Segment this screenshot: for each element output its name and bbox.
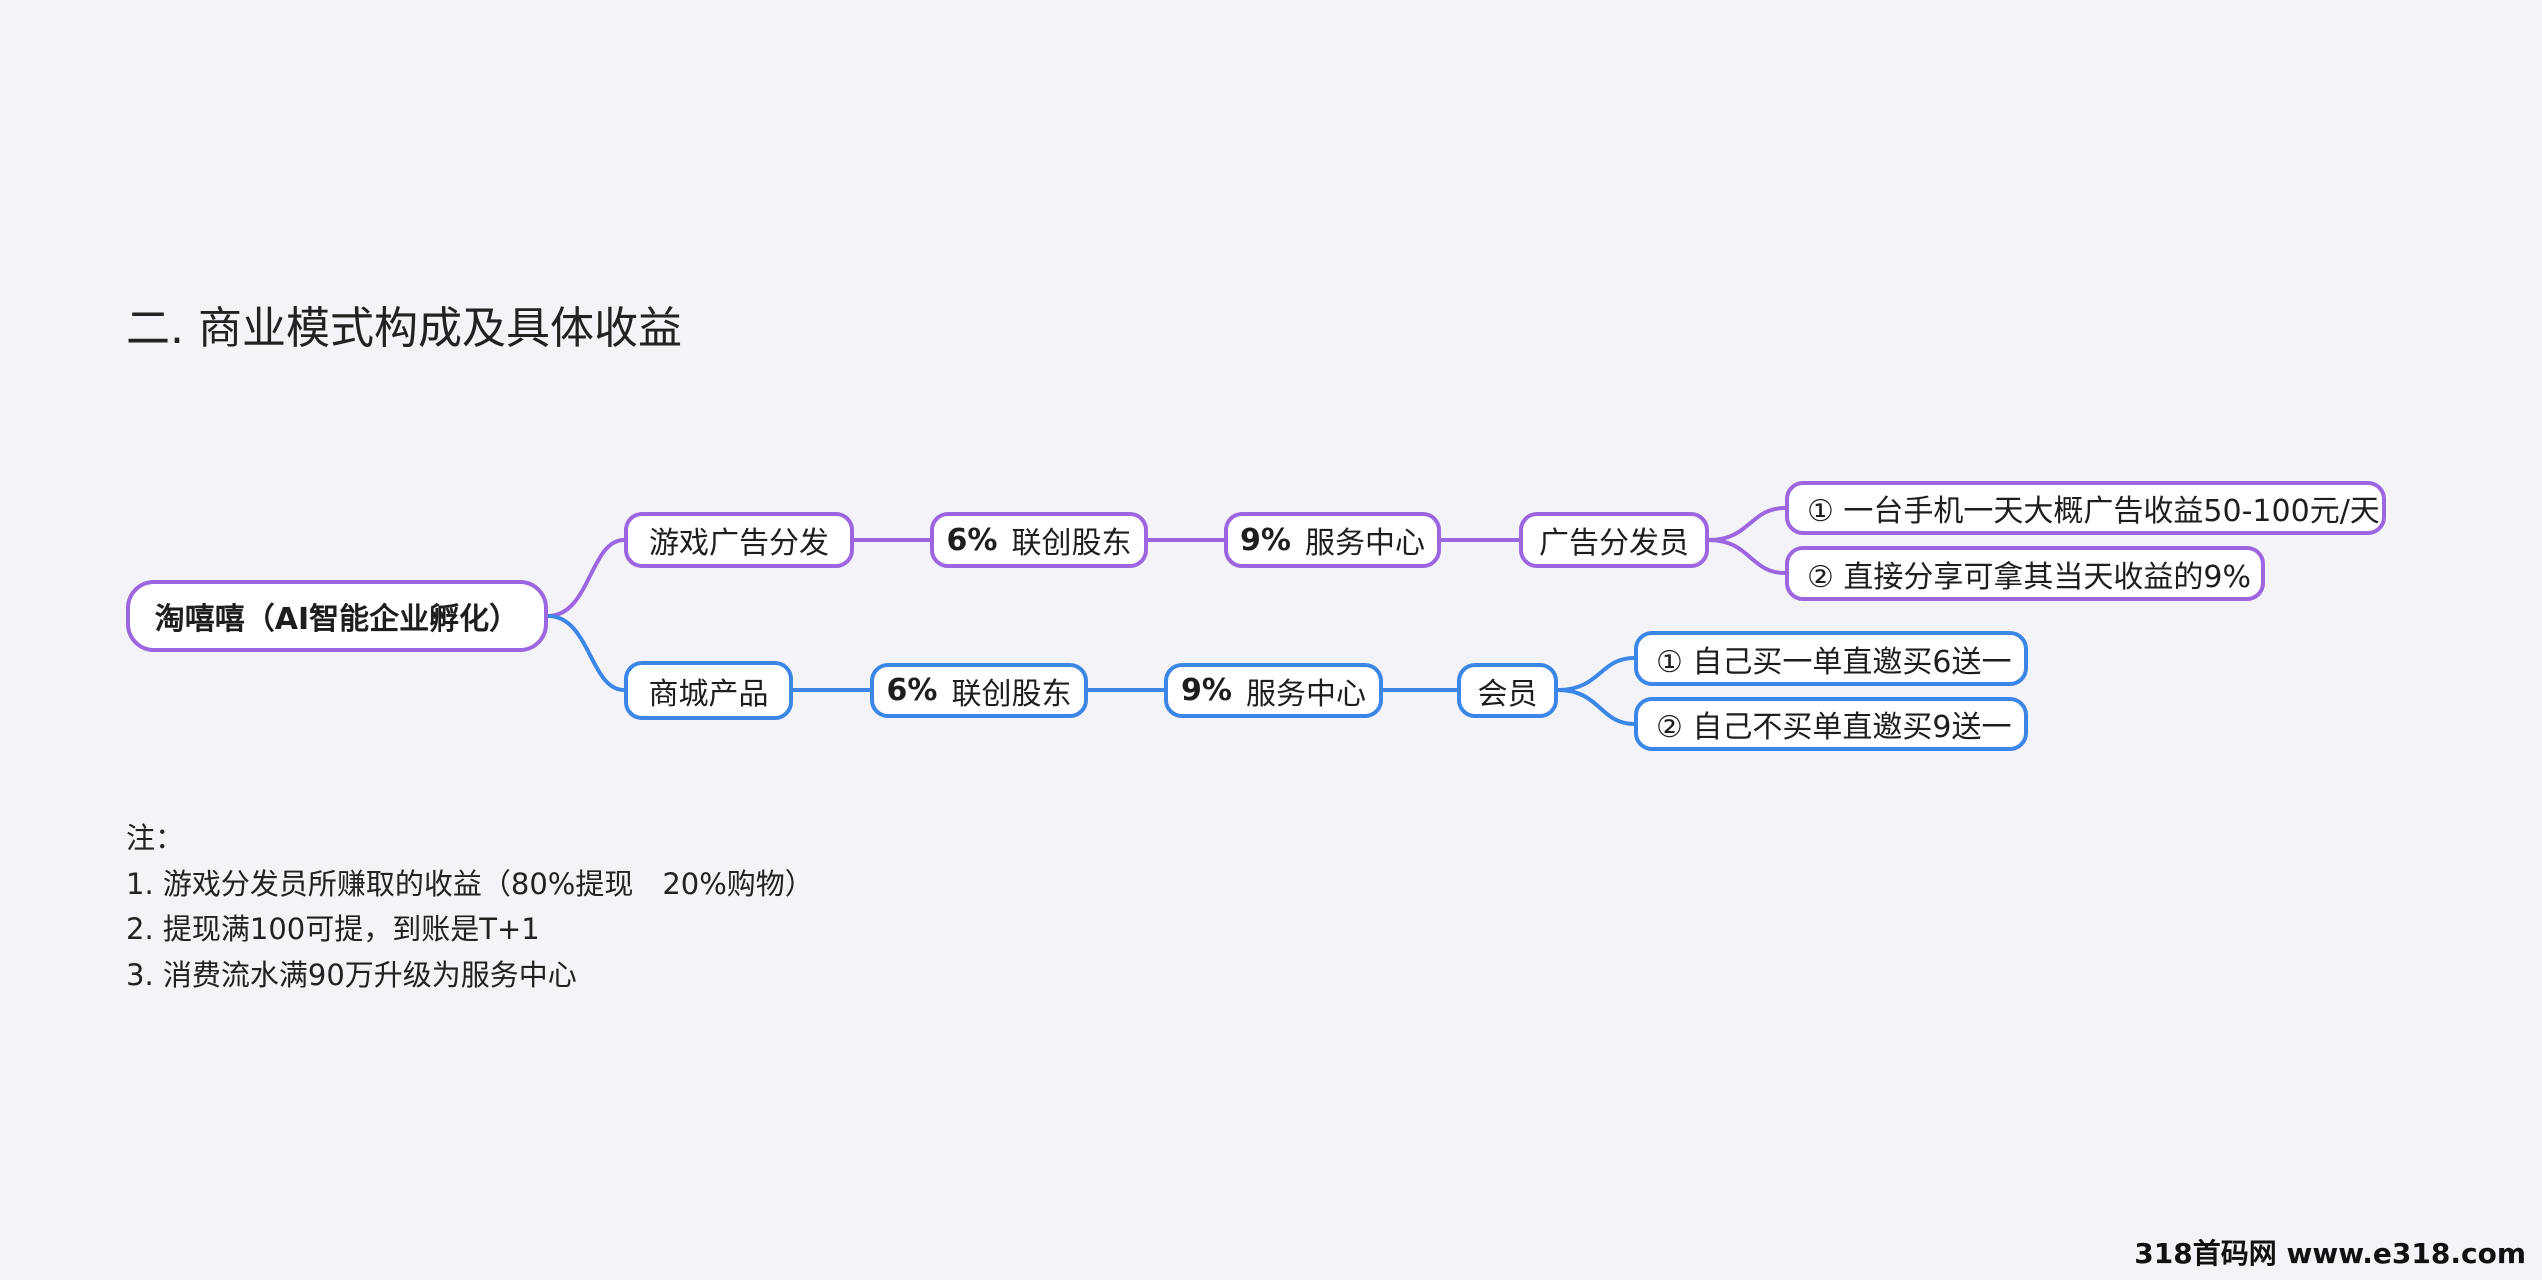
node-service-center-2[interactable]: 9% 服务中心	[1164, 663, 1383, 718]
label: 联创股东	[951, 676, 1072, 712]
leaf-node[interactable]: ① 自己买一单直邀买6送一	[1634, 631, 2028, 686]
pct: 9%	[1240, 522, 1291, 558]
watermark: 318首码网 www.e318.com	[2134, 1237, 2526, 1270]
branch-game-ads[interactable]: 游戏广告分发	[624, 512, 854, 568]
label: 服务中心	[1304, 526, 1425, 561]
leaf-node[interactable]: ② 自己不买单直邀买9送一	[1634, 697, 2028, 751]
node-member[interactable]: 会员	[1457, 663, 1558, 718]
node-shareholder-2[interactable]: 6% 联创股东	[870, 663, 1088, 718]
note-item: 2. 提现满100可提，到账是T+1	[126, 912, 540, 946]
leaf-node[interactable]: ① 一台手机一天大概广告收益50-100元/天	[1785, 481, 2386, 535]
pct: 9%	[1181, 673, 1232, 708]
label: 服务中心	[1245, 676, 1366, 712]
note-item: 1. 游戏分发员所赚取的收益（80%提现 20%购物）	[126, 866, 814, 901]
notes-heading: 注：	[126, 821, 185, 855]
root-node[interactable]: 淘嘻嘻（AI智能企业孵化）	[126, 580, 548, 652]
node-shareholder-1[interactable]: 6% 联创股东	[930, 512, 1148, 568]
pct: 6%	[886, 673, 938, 708]
label: 联创股东	[1011, 526, 1132, 561]
node-service-center-1[interactable]: 9% 服务中心	[1224, 512, 1441, 568]
pct: 6%	[946, 522, 998, 558]
note-item: 3. 消费流水满90万升级为服务中心	[126, 957, 577, 992]
branch-mall-products[interactable]: 商城产品	[624, 661, 793, 720]
node-ad-distributor[interactable]: 广告分发员	[1519, 512, 1709, 568]
notes: 注： 1. 游戏分发员所赚取的收益（80%提现 20%购物） 2. 提现满100…	[126, 816, 814, 998]
page-title: 二. 商业模式构成及具体收益	[126, 303, 682, 354]
leaf-node[interactable]: ② 直接分享可拿其当天收益的9%	[1785, 546, 2265, 601]
